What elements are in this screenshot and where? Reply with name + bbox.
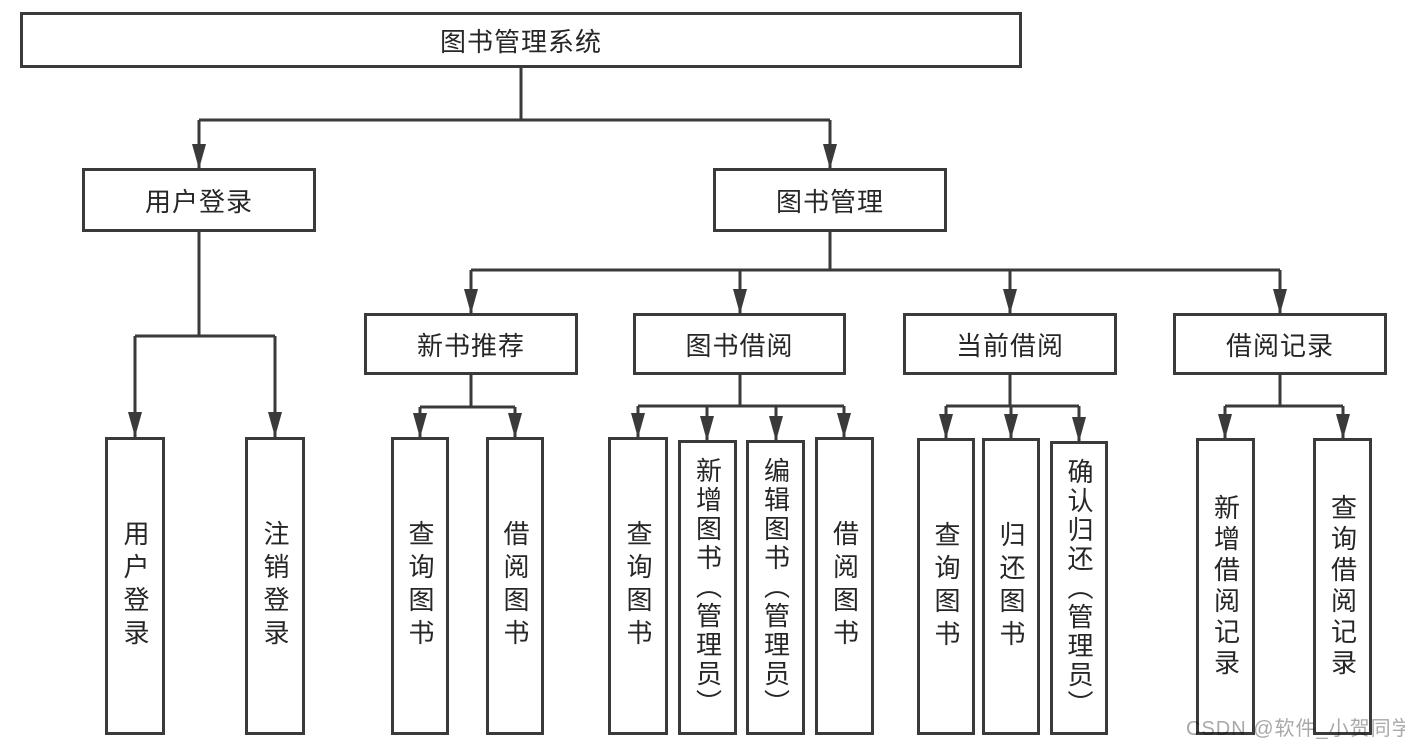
leaf-add-books-admin: 新增图书（管理员）: [678, 440, 737, 735]
node-label: 新增借阅记录: [1210, 493, 1241, 680]
node-label: 注销登录: [260, 520, 290, 652]
node-label: 图书借阅: [685, 330, 794, 361]
node-label: 借阅图书: [829, 520, 860, 652]
node-label: 借阅记录: [1225, 330, 1334, 361]
node-library-management-system: 图书管理系统: [20, 12, 1022, 68]
node-label: 用户登录: [120, 520, 150, 652]
node-book-borrowing: 图书借阅: [633, 313, 846, 375]
csdn-watermark: CSDN @软件_小贺同学: [1186, 718, 1405, 740]
leaf-confirm-return-admin: 确认归还（管理员）: [1050, 441, 1108, 735]
leaf-return-books: 归还图书: [982, 438, 1040, 735]
leaf-borrow-books-2: 借阅图书: [815, 437, 874, 735]
node-label: 查询图书: [931, 520, 961, 653]
node-label: 查询借阅记录: [1327, 493, 1358, 680]
node-new-book-recommendation: 新书推荐: [364, 313, 578, 375]
node-label: 新书推荐: [416, 330, 525, 361]
node-label: 归还图书: [996, 520, 1026, 653]
leaf-query-borrow-record: 查询借阅记录: [1313, 438, 1372, 735]
leaf-query-books-3: 查询图书: [917, 438, 975, 735]
node-label: 图书管理: [775, 186, 884, 217]
node-borrowing-records: 借阅记录: [1173, 313, 1387, 375]
node-label: 用户登录: [144, 186, 253, 217]
node-label: 编辑图书（管理员）: [760, 457, 791, 718]
leaf-edit-books-admin: 编辑图书（管理员）: [746, 440, 805, 735]
leaf-logout: 注销登录: [245, 437, 305, 735]
node-book-management: 图书管理: [713, 168, 947, 232]
leaf-query-books-1: 查询图书: [391, 437, 449, 735]
node-label: 查询图书: [405, 520, 435, 652]
node-label: 新增图书（管理员）: [692, 457, 723, 718]
leaf-add-borrow-record: 新增借阅记录: [1196, 438, 1255, 735]
leaf-borrow-books-1: 借阅图书: [486, 437, 544, 735]
node-label: 当前借阅: [955, 330, 1064, 361]
node-label: 图书管理系统: [439, 26, 602, 57]
leaf-query-books-2: 查询图书: [608, 437, 668, 735]
node-label: 查询图书: [623, 520, 653, 652]
node-label: 借阅图书: [500, 520, 530, 652]
node-current-borrowing: 当前借阅: [903, 313, 1117, 375]
node-user-login: 用户登录: [82, 168, 316, 232]
leaf-user-login: 用户登录: [105, 437, 165, 735]
node-label: 确认归还（管理员）: [1064, 457, 1094, 719]
